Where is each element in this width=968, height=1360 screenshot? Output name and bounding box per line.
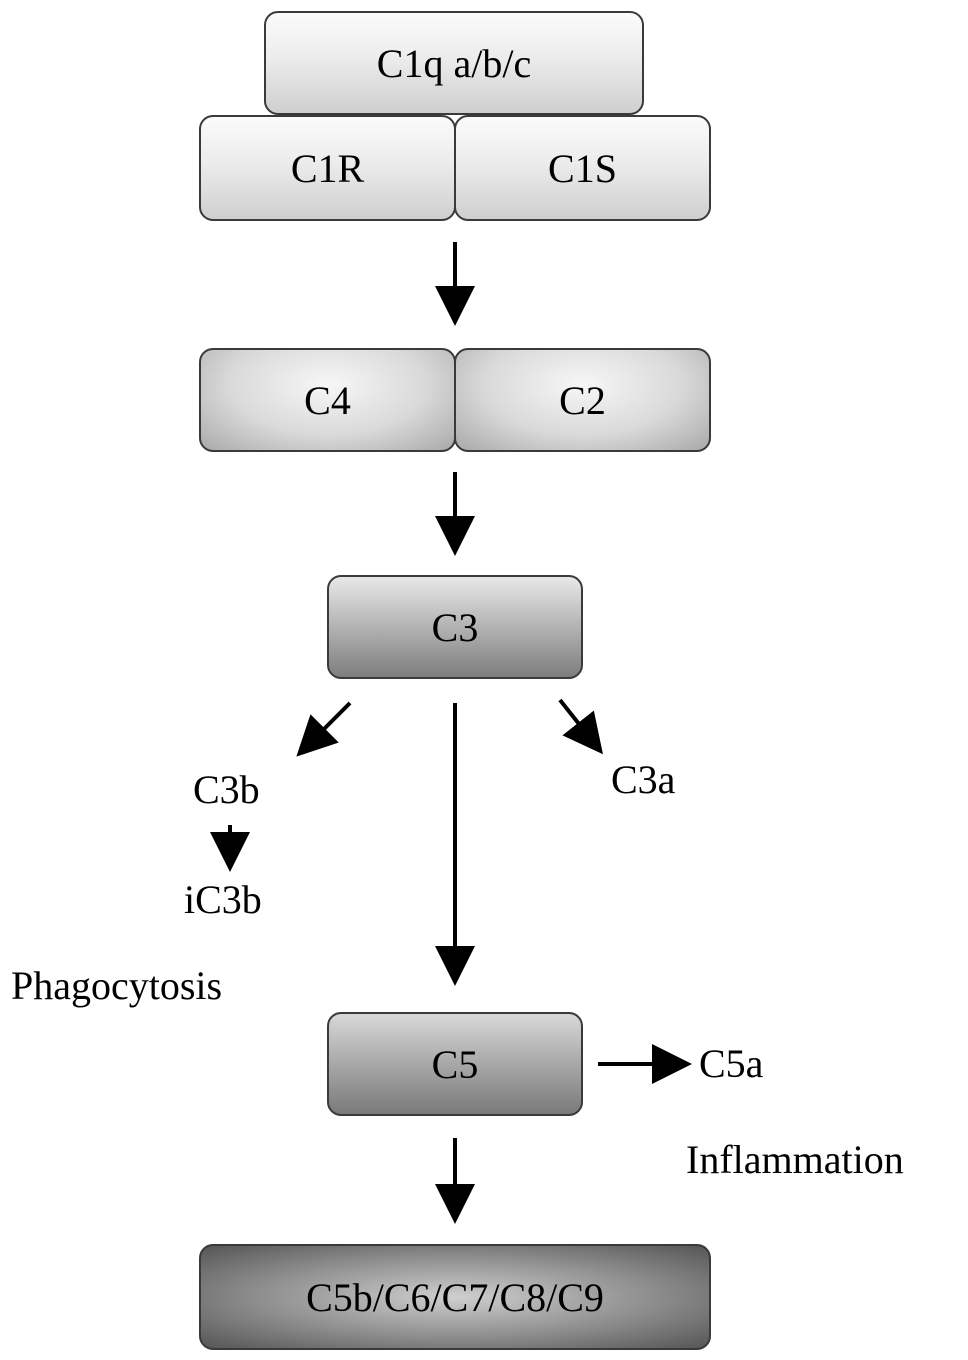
c1s-box: C1S <box>454 115 711 221</box>
arrow-c3-to-c3a <box>558 698 603 755</box>
c1r-label: C1R <box>290 145 365 191</box>
c3-label: C3 <box>431 604 479 650</box>
c3-box: C3 <box>327 575 583 679</box>
c1r-box: C1R <box>199 115 456 221</box>
c3b-label: C3b <box>193 767 260 812</box>
inflammation-label: Inflammation <box>686 1137 904 1182</box>
c5-box: C5 <box>327 1012 583 1116</box>
mac-box: C5b/C6/C7/C8/C9 <box>199 1244 711 1350</box>
mac-label: C5b/C6/C7/C8/C9 <box>306 1274 604 1320</box>
c5a-label: C5a <box>699 1041 764 1086</box>
arrow-c3-to-c3b <box>296 701 352 757</box>
c4-box: C4 <box>199 348 456 452</box>
c1q-label: C1q a/b/c <box>376 40 532 86</box>
ic3b-label: iC3b <box>184 877 262 922</box>
c2-label: C2 <box>559 377 606 423</box>
c1s-label: C1S <box>548 145 617 191</box>
c4-label: C4 <box>304 377 351 423</box>
c3a-label: C3a <box>611 757 676 802</box>
c5-label: C5 <box>431 1041 479 1087</box>
c1q-box: C1q a/b/c <box>264 11 644 115</box>
c2-box: C2 <box>454 348 711 452</box>
phagocytosis-label: Phagocytosis <box>11 963 223 1008</box>
